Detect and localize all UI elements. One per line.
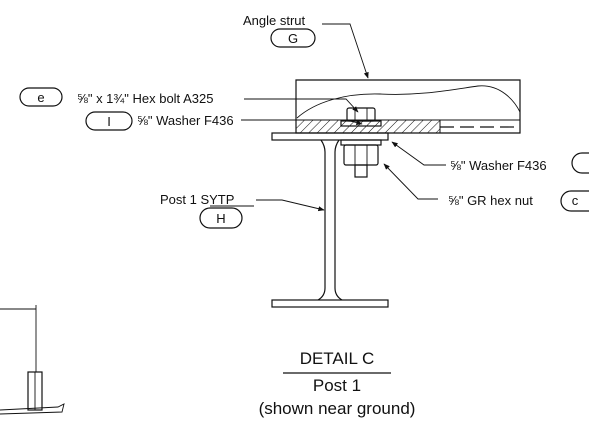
detail-note: (shown near ground) [259, 399, 416, 418]
tag-c-bubble [560, 190, 589, 212]
angle-strut-label: Angle strut [243, 13, 306, 28]
tag-i-bubble [85, 111, 133, 131]
post-web [317, 139, 343, 301]
hex-bolt-label: ⅝" x 1¾" Hex bolt A325 [77, 91, 213, 106]
leader-lines [241, 23, 446, 212]
tag-e-text: e [37, 90, 44, 105]
post-label: Post 1 SYTP [160, 192, 234, 207]
washer-top-label: ⅝" Washer F436 [137, 113, 234, 128]
post-bottom-flange [271, 299, 389, 308]
tag-i-text: I [107, 114, 111, 129]
washer-right-label: ⅝" Washer F436 [450, 158, 547, 173]
detail-title: DETAIL C [300, 349, 375, 368]
left-partial-detail [0, 305, 65, 415]
tag-h-bubble [199, 207, 243, 229]
hex-nut [340, 139, 382, 178]
tag-h-text: H [216, 211, 225, 226]
tag-washer-right-bubble [571, 152, 589, 174]
hex-nut-label: ⅝" GR hex nut [448, 193, 533, 208]
tag-g-text: G [288, 31, 298, 46]
flange-hatch [295, 119, 520, 134]
post-top-flange [271, 132, 389, 141]
tag-e-bubble [19, 87, 63, 107]
detail-subtitle: Post 1 [313, 376, 361, 395]
tag-c-text: c [572, 193, 579, 208]
tag-g-bubble [270, 28, 316, 48]
